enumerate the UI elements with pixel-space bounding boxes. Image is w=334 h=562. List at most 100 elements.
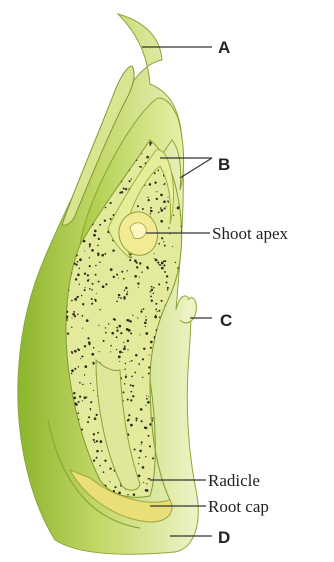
speckle-dot: [159, 264, 161, 266]
speckle-dot: [123, 342, 124, 343]
speckle-dot: [71, 369, 74, 372]
speckle-dot: [71, 300, 73, 302]
speckle-dot: [118, 277, 119, 278]
speckle-dot: [116, 274, 118, 276]
speckle-dot: [110, 351, 111, 352]
speckle-dot: [125, 188, 127, 190]
speckle-dot: [93, 234, 96, 237]
speckle-dot: [114, 486, 116, 488]
speckle-dot: [93, 347, 95, 349]
speckle-dot: [91, 298, 93, 300]
speckle-dot: [84, 345, 86, 347]
speckle-dot: [94, 230, 97, 233]
speckle-dot: [89, 288, 91, 290]
speckle-dot: [136, 420, 138, 422]
speckle-dot: [144, 322, 147, 325]
speckle-dot: [146, 156, 149, 159]
label-b: B: [218, 155, 230, 174]
speckle-dot: [127, 349, 128, 350]
speckle-dot: [70, 160, 71, 161]
speckle-dot: [164, 260, 166, 262]
speckle-dot: [152, 417, 153, 418]
speckle-dot: [110, 345, 112, 347]
speckle-dot: [161, 300, 163, 302]
speckle-dot: [96, 440, 98, 442]
speckle-dot: [93, 433, 95, 435]
speckle-dot: [77, 412, 79, 414]
speckle-dot: [124, 290, 125, 291]
speckle-dot: [164, 183, 166, 185]
speckle-dot: [126, 293, 128, 295]
speckle-dot: [73, 311, 75, 313]
speckle-dot: [91, 303, 93, 305]
speckle-dot: [81, 170, 82, 171]
speckle-dot: [136, 266, 138, 268]
speckle-dot: [111, 332, 114, 335]
speckle-dot: [80, 135, 83, 138]
speckle-dot: [83, 165, 85, 167]
speckle-dot: [96, 450, 99, 453]
speckle-dot: [185, 271, 187, 273]
speckle-dot: [186, 270, 188, 272]
speckle-dot: [185, 167, 187, 169]
speckle-dot: [163, 200, 166, 203]
speckle-dot: [79, 154, 80, 155]
speckle-dot: [152, 457, 154, 459]
speckle-dot: [188, 138, 189, 139]
speckle-dot: [59, 209, 61, 211]
speckle-dot: [131, 178, 132, 179]
speckle-dot: [94, 417, 97, 420]
speckle-dot: [73, 397, 76, 400]
speckle-dot: [79, 284, 80, 285]
speckle-dot: [168, 201, 169, 202]
speckle-dot: [146, 398, 148, 400]
speckle-dot: [67, 320, 68, 321]
speckle-dot: [108, 323, 109, 324]
speckle-dot: [127, 340, 129, 342]
speckle-dot: [158, 310, 160, 312]
speckle-dot: [141, 271, 143, 273]
speckle-dot: [159, 317, 160, 318]
speckle-dot: [139, 450, 142, 453]
speckle-dot: [79, 147, 81, 149]
speckle-dot: [126, 328, 129, 331]
speckle-dot: [189, 189, 191, 191]
speckle-dot: [84, 250, 85, 251]
speckle-dot: [72, 157, 74, 159]
speckle-dot: [150, 295, 152, 297]
speckle-dot: [185, 164, 187, 166]
speckle-dot: [76, 156, 78, 158]
speckle-dot: [145, 456, 146, 457]
speckle-dot: [145, 326, 146, 327]
speckle-dot: [82, 400, 83, 401]
speckle-dot: [141, 309, 142, 310]
speckle-dot: [81, 355, 83, 357]
speckle-dot: [124, 369, 125, 370]
speckle-dot: [127, 494, 129, 496]
speckle-dot: [142, 466, 145, 469]
speckle-dot: [75, 178, 76, 179]
speckle-dot: [154, 172, 156, 174]
speckle-dot: [91, 289, 93, 291]
speckle-dot: [110, 218, 112, 220]
speckle-dot: [67, 151, 69, 153]
speckle-dot: [74, 350, 77, 353]
speckle-dot: [150, 210, 153, 213]
speckle-dot: [138, 457, 140, 459]
speckle-dot: [138, 474, 141, 477]
speckle-dot: [105, 332, 107, 334]
speckle-dot: [126, 374, 127, 375]
speckle-dot: [154, 182, 156, 184]
speckle-dot: [82, 303, 84, 305]
speckle-dot: [185, 261, 187, 263]
speckle-dot: [89, 265, 91, 267]
speckle-dot: [143, 348, 145, 350]
speckle-dot: [166, 206, 167, 207]
speckle-dot: [163, 264, 165, 266]
speckle-dot: [127, 399, 129, 401]
speckle-dot: [85, 287, 86, 288]
speckle-dot: [87, 421, 89, 423]
speckle-dot: [168, 227, 169, 228]
speckle-dot: [77, 296, 79, 298]
